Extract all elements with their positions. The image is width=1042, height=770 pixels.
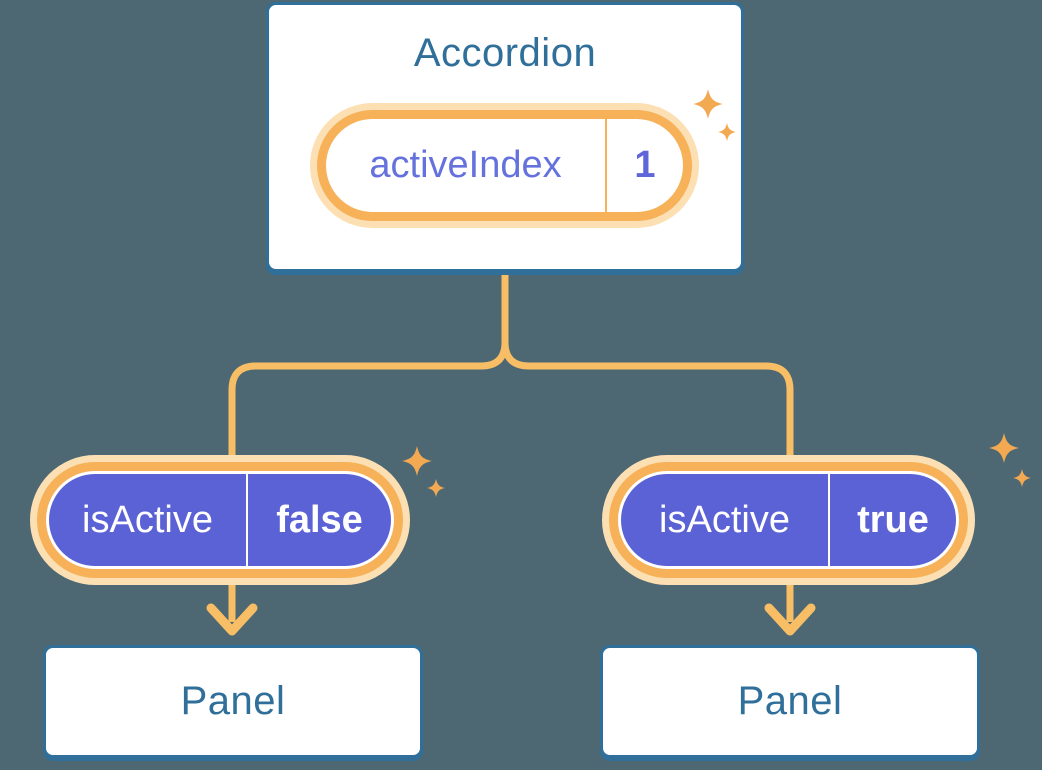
accordion-title: Accordion: [413, 31, 597, 75]
prop-pill-right-ring: isActive true: [609, 462, 968, 578]
sparkle-icon-left-small: [427, 479, 445, 497]
arrow-head-right-icon: [764, 603, 816, 636]
sparkle-icon-accordion-small: [718, 123, 736, 141]
branch-right-line: [501, 272, 794, 520]
panel-title-left: Panel: [180, 679, 286, 723]
state-pill: activeIndex 1: [310, 103, 699, 228]
prop-value-right: true: [857, 498, 929, 541]
state-label: activeIndex: [369, 144, 562, 186]
sparkle-icon-right-small: [1013, 469, 1031, 487]
prop-pill-left-body: isActive false: [49, 474, 391, 566]
sparkle-icon-right-large: [989, 433, 1019, 463]
pill-divider: [828, 474, 830, 566]
state-pill-ring: activeIndex 1: [317, 110, 692, 221]
prop-pill-left-ring: isActive false: [37, 462, 403, 578]
panel-title-right: Panel: [737, 679, 843, 723]
prop-pill-right: isActive true: [602, 455, 975, 585]
panel-card-left: Panel: [43, 645, 423, 758]
prop-label-left: isActive: [82, 498, 213, 541]
prop-label-right: isActive: [659, 498, 790, 541]
prop-pill-left: isActive false: [30, 455, 410, 585]
prop-value-left: false: [276, 498, 363, 541]
state-value: 1: [634, 144, 656, 186]
sparkle-icon-accordion-large: [693, 89, 723, 119]
arrow-head-left-icon: [206, 603, 258, 636]
sparkle-icon-left-large: [402, 446, 432, 476]
panel-card-right: Panel: [600, 645, 980, 758]
pill-divider: [246, 474, 248, 566]
prop-pill-right-body: isActive true: [621, 474, 956, 566]
pill-divider: [605, 119, 607, 212]
